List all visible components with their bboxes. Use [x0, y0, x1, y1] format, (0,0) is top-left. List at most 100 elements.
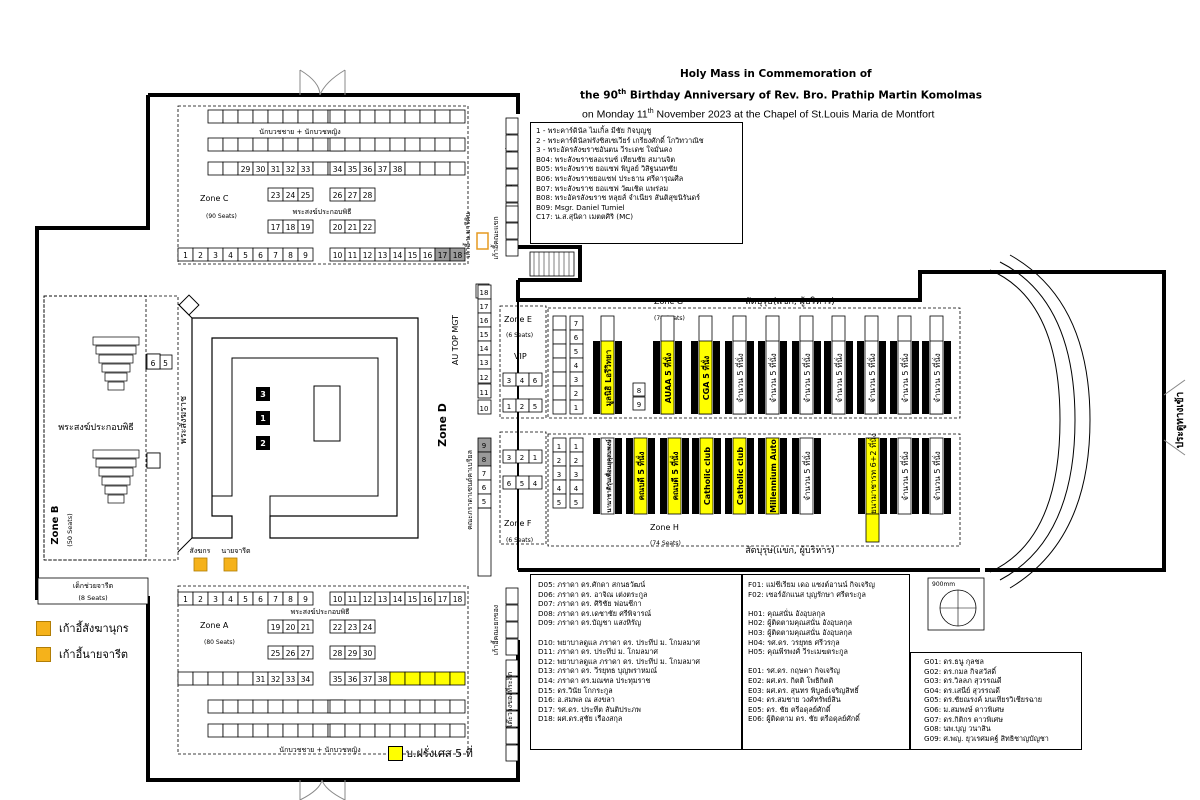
- legend-mc: เก้าอี้นายจารีต: [36, 645, 128, 663]
- seat-number: 30: [363, 649, 373, 658]
- seat-number: 1: [557, 443, 561, 451]
- pew-h: [732, 437, 747, 515]
- seat: [146, 353, 161, 370]
- pew-g: [897, 340, 912, 415]
- pew-h-label: จำนวน 5 ที่นั่ง: [931, 451, 942, 501]
- pew-h-back: [692, 438, 699, 514]
- sanctuary-step: [211, 337, 398, 517]
- seat-number: 35: [348, 165, 358, 174]
- legend-deacon: เก้าอี้สังฆานุกร: [36, 619, 129, 637]
- seat: [419, 671, 436, 686]
- pew-g-back-2: [814, 341, 821, 414]
- seat-number: 6: [533, 377, 538, 385]
- seat: [434, 671, 451, 686]
- seat: [552, 385, 567, 401]
- seat-number: 4: [574, 485, 579, 493]
- seat: [207, 723, 224, 738]
- seat: [505, 710, 519, 728]
- seat-number: 1: [507, 403, 511, 411]
- mc-chair-2: [223, 557, 238, 572]
- seat-number: 6: [258, 251, 263, 260]
- seat: [552, 399, 567, 415]
- pew-h-back-2: [747, 438, 754, 514]
- seat-number: 6: [258, 595, 263, 604]
- chair-assist-label: เก้าอี้คณะยกของ: [489, 605, 500, 655]
- pew-h-back-2: [648, 438, 655, 514]
- seat-number: 5: [482, 498, 486, 506]
- title-line-3: on Monday 11th November 2023 at the Chap…: [582, 108, 934, 121]
- priest-list-box: [530, 122, 743, 244]
- legend-orange-swatch: [36, 620, 51, 636]
- priests-assist-b: พระสงฆ์ประกอบพิธี: [58, 421, 134, 433]
- seat: [404, 137, 421, 152]
- seat-number: 9: [303, 251, 308, 260]
- seat: [374, 137, 391, 152]
- pew-g-back: [824, 341, 831, 414]
- seat-number: 31: [256, 675, 266, 684]
- list-entry: G09: ศ.พญ. ยุวเรศมคฐ์ สิทธิชาญบัญชา: [924, 733, 1049, 743]
- list-entry: H05: คุณพีรพงศ์ วีระเมฆตระกูล: [748, 647, 848, 657]
- entrance-curve-1: [989, 269, 1061, 573]
- seat: [207, 137, 224, 152]
- seat: [389, 723, 406, 738]
- seat: [528, 398, 543, 413]
- pew-g-back-2: [713, 341, 720, 414]
- seat: [505, 134, 519, 152]
- seat: [404, 699, 421, 714]
- seat-number: 34: [333, 165, 343, 174]
- seat: [505, 168, 519, 186]
- altar-boy-label: สังฆกร: [190, 547, 211, 555]
- seat-number: 27: [348, 191, 358, 200]
- zone-b-pew: [98, 354, 134, 364]
- seat-number: 19: [271, 623, 281, 632]
- list-entry: D14: ภราดา ดร.มณฑล ประทุมราช: [538, 675, 651, 685]
- list-entry: D10: พยาบาลดูแล ภราดา ดร. ประทีป ม. โกมล…: [538, 637, 700, 647]
- list-entry: D09: ภราดา ดร.บัญชา แสงหิรัญ: [538, 618, 641, 628]
- pew-h: [799, 437, 814, 515]
- list-entry: B09: Msgr. Daniel Tumiel: [536, 202, 625, 212]
- pew-h-label: Catholic club: [736, 447, 745, 505]
- zone-g-border: [547, 307, 961, 419]
- seat: [434, 161, 451, 176]
- seat-number: 12: [363, 251, 373, 260]
- seat-number: 3: [507, 377, 511, 385]
- seat-number: 11: [348, 595, 358, 604]
- seat-number: 13: [378, 595, 388, 604]
- seat: [569, 493, 584, 509]
- list-entry: E05: ดร. ชัย ตรีอดุลย์ศักดิ์: [748, 704, 831, 714]
- seat: [237, 699, 254, 714]
- pew-g: [765, 340, 780, 415]
- list-entry: B06: พระสังฆราชยอแซฟ ประธาน ศรีดารุณศีล: [536, 173, 684, 183]
- zone-f-border: [499, 431, 547, 545]
- list-entry: [538, 628, 700, 638]
- seat-number: 3: [213, 251, 218, 260]
- seat-number: 5: [533, 403, 537, 411]
- seat-number: 15: [408, 251, 418, 260]
- door-top: [299, 69, 346, 96]
- seat: [528, 449, 543, 464]
- seat-number: 27: [301, 649, 311, 658]
- seat: [329, 723, 346, 738]
- pew-g: [929, 340, 944, 415]
- wall-stair: [518, 245, 582, 282]
- seat-number: 14: [393, 251, 403, 260]
- seat-number: 4: [574, 362, 579, 370]
- seat: [449, 247, 466, 262]
- seat-number: 11: [348, 251, 358, 260]
- seat: [419, 109, 436, 124]
- pew-h-back: [660, 438, 667, 514]
- seat: [359, 219, 376, 234]
- pew-h-extra: [865, 513, 880, 543]
- pew-h: [929, 437, 944, 515]
- seat: [297, 591, 314, 606]
- seat: [389, 671, 406, 686]
- altar-seat-number: 2: [260, 439, 266, 448]
- seat: [552, 329, 567, 345]
- list-entry: D05: ภราดา ดร.ศักดา สกนธวัฒน์: [538, 580, 646, 589]
- legend-orange-swatch-2: [36, 646, 51, 662]
- seat: [434, 109, 451, 124]
- seat-number: 1: [574, 404, 578, 412]
- list-entry: B04: พระสังฆราชลอเรนซ์ เทียนชัย สมานจิต: [536, 154, 676, 164]
- seat-number: 5: [520, 480, 524, 488]
- list-entry: 1 - พระคาร์ดินัล ไมเกิ้ล มีชัย กิจบุญชู: [536, 126, 652, 135]
